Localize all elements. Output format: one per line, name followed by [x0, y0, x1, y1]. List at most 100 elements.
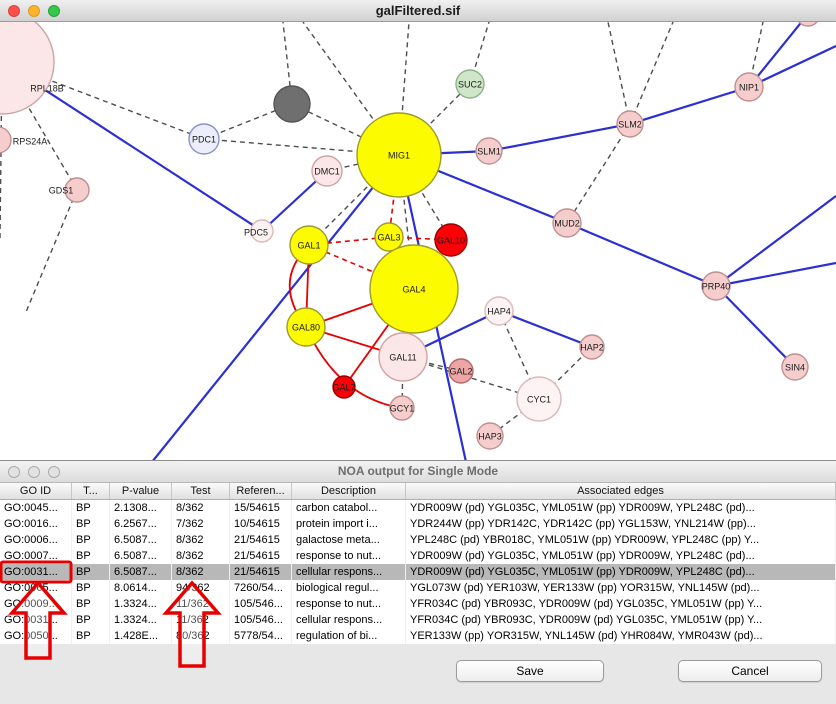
network-edge [25, 189, 78, 313]
node-label-pdc1: PDC1 [192, 135, 216, 145]
network-node-hap3[interactable] [476, 422, 504, 450]
network-node-mud2[interactable] [552, 208, 582, 238]
network-node-nip1[interactable] [734, 72, 764, 102]
table-cell: GO:0050... [0, 628, 72, 644]
zoom-button[interactable] [48, 5, 60, 17]
table-cell: 1.3324... [110, 612, 172, 628]
save-button[interactable]: Save [456, 660, 604, 682]
network-node-topright[interactable] [796, 22, 820, 27]
network-node-gal2[interactable] [448, 358, 474, 384]
node-label-gal10: GAL10 [437, 236, 465, 246]
column-header-description[interactable]: Description [292, 483, 406, 499]
table-cell: BP [72, 612, 110, 628]
column-header-go-id[interactable]: GO ID [0, 483, 72, 499]
table-cell: cellular respons... [292, 564, 406, 580]
network-node-gal3[interactable] [374, 222, 404, 252]
network-edge [1, 61, 78, 191]
noa-window-titlebar[interactable]: NOA output for Single Mode [0, 461, 836, 483]
table-cell: 6.5087... [110, 564, 172, 580]
network-node-gal10[interactable] [434, 223, 468, 257]
network-node-mig1[interactable] [356, 112, 442, 198]
table-cell: YDR244W (pp) YDR142C, YDR142C (pp) YGL15… [406, 516, 836, 532]
minimize-button[interactable] [28, 466, 40, 478]
table-cell: 8/362 [172, 548, 230, 564]
network-node-suc2[interactable] [455, 69, 485, 99]
table-cell: 15/54615 [230, 500, 292, 516]
network-edge [629, 22, 674, 125]
traffic-lights [8, 5, 60, 17]
table-cell: 11/362 [172, 596, 230, 612]
network-edge [566, 221, 717, 288]
network-node-rps24a[interactable] [0, 126, 12, 154]
network-node-gal1[interactable] [289, 225, 329, 265]
network-edge [203, 103, 293, 140]
table-cell: BP [72, 516, 110, 532]
table-cell: GO:0065... [0, 580, 72, 596]
node-label-suc2: SUC2 [458, 80, 482, 90]
network-edge [715, 285, 796, 368]
table-cell: galactose meta... [292, 532, 406, 548]
column-header-p-value[interactable]: P-value [110, 483, 172, 499]
network-node-rpl18b[interactable] [0, 22, 55, 115]
table-cell: 11/362 [172, 612, 230, 628]
table-cell: YER133W (pp) YOR315W, YNL145W (pd) YHR08… [406, 628, 836, 644]
network-node-gal4[interactable] [369, 244, 459, 334]
network-node-gray1[interactable] [273, 85, 311, 123]
network-edge [715, 261, 836, 288]
network-edge [607, 22, 631, 125]
network-node-dmc1[interactable] [311, 155, 343, 187]
node-label-gal80: GAL80 [292, 323, 320, 333]
table-cell: BP [72, 596, 110, 612]
column-header-referen[interactable]: Referen... [230, 483, 292, 499]
table-cell: 6.5087... [110, 548, 172, 564]
network-node-sin4[interactable] [781, 353, 809, 381]
minimize-button[interactable] [28, 5, 40, 17]
table-cell: 7260/54... [230, 580, 292, 596]
network-window-titlebar[interactable]: galFiltered.sif [0, 0, 836, 22]
network-node-gal11[interactable] [378, 332, 428, 382]
network-node-gal7[interactable] [332, 375, 356, 399]
zoom-button[interactable] [48, 466, 60, 478]
network-node-hap2[interactable] [579, 334, 605, 360]
network-node-slm1[interactable] [475, 137, 503, 165]
network-node-gds1[interactable] [64, 177, 90, 203]
node-label-gal7: GAL7 [332, 383, 355, 393]
table-cell: 8.0614... [110, 580, 172, 596]
node-label-hap3: HAP3 [478, 432, 502, 442]
network-edge [748, 22, 803, 88]
close-button[interactable] [8, 466, 20, 478]
network-node-prp40[interactable] [701, 271, 731, 301]
network-node-cyc1[interactable] [516, 376, 562, 422]
table-cell: YDR009W (pd) YGL035C, YML051W (pp) YDR00… [406, 500, 836, 516]
table-cell: biological regul... [292, 580, 406, 596]
network-node-pdc5[interactable] [250, 219, 274, 243]
network-node-gcy1[interactable] [389, 395, 415, 421]
column-header-t[interactable]: T... [72, 483, 110, 499]
table-cell: GO:0006... [0, 532, 72, 548]
network-canvas[interactable]: RPL18BRPS24AGDS1PDC1DMC1MIG1SUC2SLM1SLM2… [0, 22, 836, 462]
column-header-test[interactable]: Test [172, 483, 230, 499]
network-node-hap4[interactable] [484, 296, 514, 326]
network-node-gal80[interactable] [286, 307, 326, 347]
column-header-associated-edges[interactable]: Associated edges [406, 483, 836, 499]
network-node-slm2[interactable] [616, 110, 644, 138]
node-label-dmc1: DMC1 [314, 167, 340, 177]
table-cell: BP [72, 564, 110, 580]
node-label-cyc1: CYC1 [527, 395, 551, 405]
network-node-pdc1[interactable] [188, 123, 220, 155]
table-cell: YDR009W (pd) YGL035C, YML051W (pp) YDR00… [406, 564, 836, 580]
network-edge [629, 85, 750, 126]
node-label-mig1: MIG1 [388, 151, 410, 161]
close-button[interactable] [8, 5, 20, 17]
cancel-button[interactable]: Cancel [678, 660, 822, 682]
